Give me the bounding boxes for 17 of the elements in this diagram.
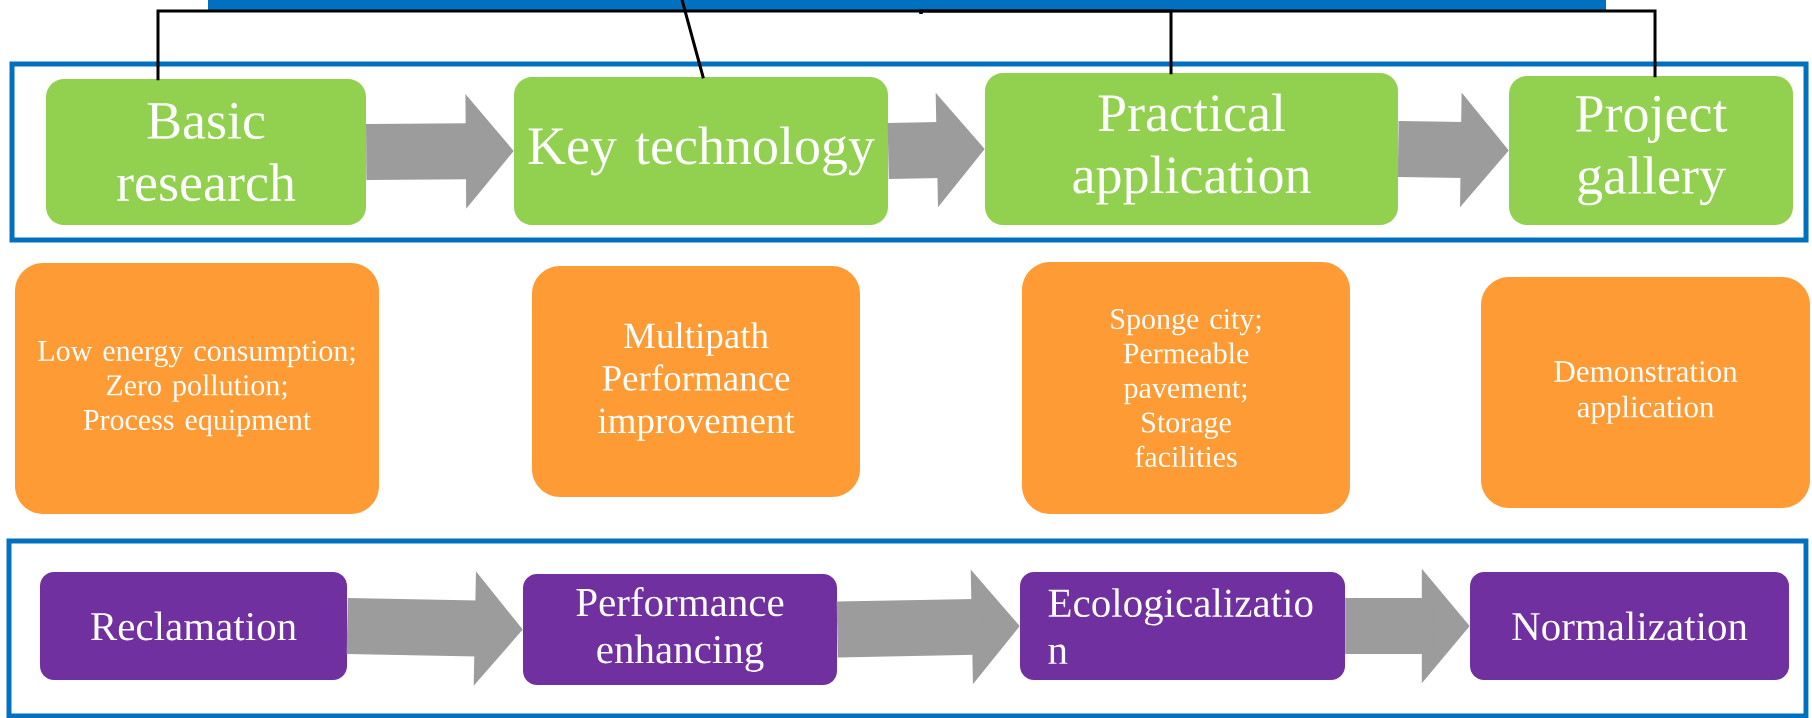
connector-line — [156, 9, 923, 81]
goal-box: Ecologicalizatio n — [1020, 572, 1345, 680]
goal-box: Reclamation — [40, 572, 347, 680]
stage-box: Key technology — [514, 77, 888, 225]
stage-box: Practical application — [985, 73, 1398, 225]
frame-box — [9, 61, 1809, 243]
detail-box: Demonstration application — [1481, 277, 1810, 508]
goal-box: Normalization — [1470, 572, 1789, 680]
detail-box: Multipath Performance improvement — [532, 266, 860, 497]
detail-box: Sponge city; Permeable pavement; Storage facilities — [1022, 262, 1350, 514]
connector-line — [919, 9, 1657, 78]
stage-box: Basic research — [46, 79, 366, 225]
goal-box: Performance enhancing — [523, 574, 837, 685]
detail-box: Low energy consumption; Zero pollution; Process equipment — [15, 263, 379, 514]
stage-box: Project gallery — [1509, 76, 1793, 225]
frame-box — [6, 538, 1809, 718]
connector-line — [680, 0, 705, 79]
